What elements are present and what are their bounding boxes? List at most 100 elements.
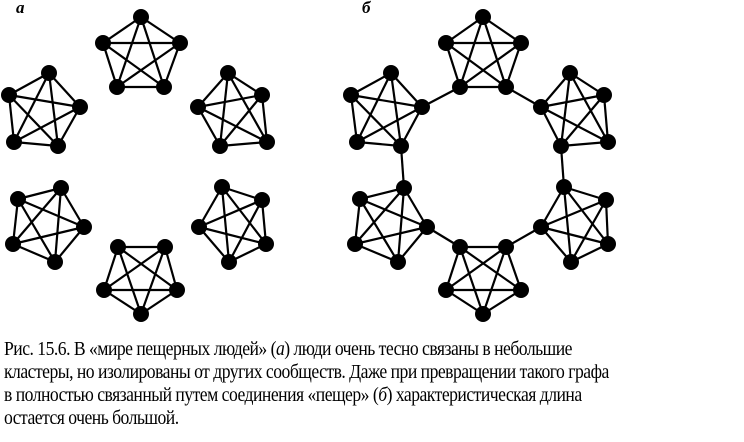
cluster-edge: [350, 93, 423, 109]
cluster-edge: [139, 246, 167, 315]
graph-node: [513, 35, 529, 51]
cluster-edge: [221, 186, 267, 245]
cluster-edge: [445, 246, 507, 291]
graph-node: [553, 138, 569, 154]
cluster-edge: [560, 94, 605, 147]
graph-node: [390, 254, 406, 270]
cluster-edge: [459, 246, 522, 291]
graph-node: [41, 65, 57, 81]
graph-node: [349, 134, 365, 150]
graph-node: [596, 87, 612, 103]
cluster-edge: [458, 246, 485, 315]
caption-line-2: кластеры, но изолированы от других сообщ…: [4, 361, 609, 383]
graph-node: [475, 9, 491, 25]
panel-a-label: а: [16, 0, 25, 17]
graph-node: [133, 306, 149, 322]
cluster-edge: [569, 72, 609, 143]
cluster-edge: [12, 187, 62, 245]
cluster-edge: [116, 42, 181, 88]
cluster-edge: [17, 198, 56, 263]
cluster-edge: [350, 94, 402, 147]
graph-node: [76, 219, 92, 235]
graph-node: [393, 138, 409, 154]
caption-line-4: остается очень большой.: [4, 407, 179, 429]
cluster-edge: [354, 225, 428, 246]
graph-node: [156, 79, 172, 95]
graph-node: [254, 192, 270, 208]
cluster-edge: [540, 225, 609, 246]
cluster-edge: [540, 106, 609, 143]
cluster-edge: [481, 16, 508, 88]
cluster-edge: [13, 72, 50, 143]
cluster-edge: [559, 72, 572, 147]
graph-node: [600, 134, 616, 150]
graph-node: [95, 35, 111, 51]
cluster-edge: [389, 72, 403, 147]
cluster-edge: [53, 187, 63, 263]
graph-node: [212, 138, 228, 154]
graph-node: [498, 239, 514, 255]
cluster-edge: [220, 186, 231, 263]
graph-node: [53, 180, 69, 196]
cluster-edge: [139, 16, 166, 88]
graph-node: [533, 219, 549, 235]
graph-node: [259, 134, 275, 150]
cluster-edge: [198, 225, 267, 246]
cluster-edge: [13, 106, 81, 143]
cluster-edge: [8, 93, 81, 109]
graph-node: [6, 134, 22, 150]
graph-node: [562, 65, 578, 81]
cluster-edge: [117, 246, 178, 291]
cluster-edge: [481, 246, 508, 315]
graph-node: [600, 236, 616, 252]
graph-node: [414, 99, 430, 115]
caveman-graph-connected: [343, 9, 616, 322]
cluster-edge: [359, 197, 428, 229]
graph-node: [452, 79, 468, 95]
cluster-edge: [102, 42, 165, 88]
graph-node: [72, 99, 88, 115]
graph-node: [1, 87, 17, 103]
caveman-graph-isolated: [1, 9, 275, 322]
cluster-edge: [47, 72, 60, 147]
graph-node: [396, 180, 412, 196]
panel-b-label: б: [362, 0, 371, 17]
cluster-edge: [540, 198, 607, 229]
graph-node: [498, 79, 514, 95]
graph-node: [438, 282, 454, 298]
graph-node: [475, 306, 491, 322]
graph-node: [5, 236, 21, 252]
cluster-edge: [116, 246, 143, 315]
graph-node: [438, 35, 454, 51]
cluster-edge: [198, 198, 263, 229]
cluster-edge: [445, 42, 507, 88]
cluster-edge: [17, 197, 85, 229]
graph-node: [10, 191, 26, 207]
graph-node: [452, 239, 468, 255]
graph-node: [383, 65, 399, 81]
figure-caption: Рис. 15.6. В «мире пещерных людей» (а) л…: [4, 338, 640, 430]
cluster-edge: [459, 42, 522, 88]
cluster-edge: [562, 186, 573, 263]
graph-node: [109, 79, 125, 95]
cluster-edge: [356, 106, 423, 143]
cluster-edge: [540, 93, 605, 109]
network-figure: [1, 9, 616, 322]
cluster-edge: [359, 198, 399, 263]
graph-node: [513, 282, 529, 298]
graph-node: [157, 239, 173, 255]
cluster-edge: [12, 225, 85, 246]
cluster-edge: [354, 187, 405, 245]
graph-node: [191, 219, 207, 235]
graph-node: [598, 192, 614, 208]
graph-node: [556, 179, 572, 195]
graph-node: [563, 254, 579, 270]
graph-node: [533, 99, 549, 115]
graph-node: [352, 191, 368, 207]
cluster-edge: [563, 186, 609, 245]
graph-node: [347, 236, 363, 252]
graph-node: [190, 99, 206, 115]
graph-node: [343, 87, 359, 103]
graph-node: [47, 254, 63, 270]
cluster-edge: [228, 199, 263, 263]
